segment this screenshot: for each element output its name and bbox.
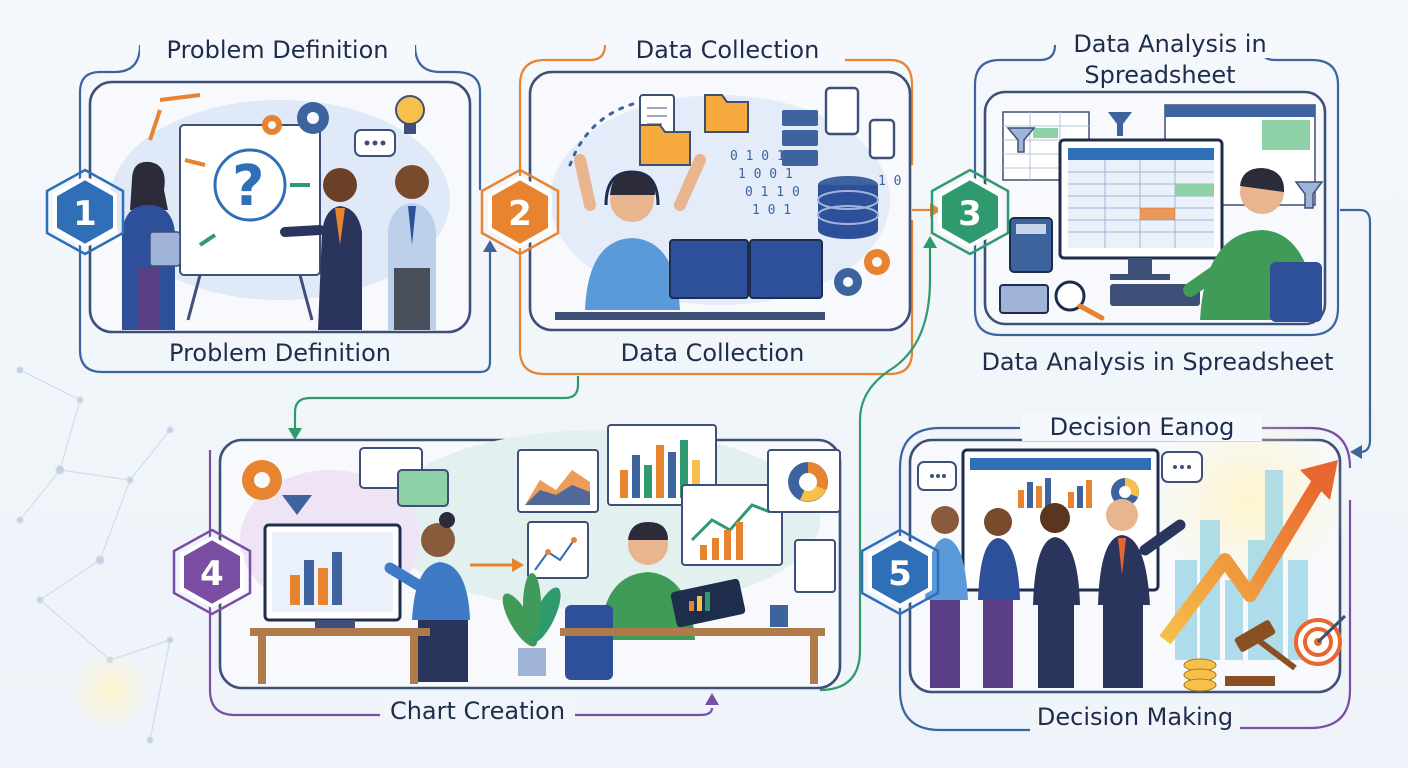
line-chart-card <box>681 484 783 566</box>
step-4-panel <box>218 424 842 690</box>
chat-bubble-icon <box>354 129 396 157</box>
person-man-presenter <box>280 168 362 330</box>
bar-chart-icon <box>1018 478 1092 508</box>
person-woman-presenting <box>384 512 470 682</box>
area-chart-card <box>517 449 599 513</box>
step-2-badge: 2 <box>480 168 560 256</box>
gear-icon <box>242 460 312 515</box>
step-5-title-bottom: Decision Making <box>1030 703 1240 731</box>
magnifier-icon <box>1054 280 1105 321</box>
step-1-badge: 1 <box>45 168 125 256</box>
binary-stream: 0 1 0 1 1 0 0 1 0 1 1 0 1 0 1 1 0 <box>730 149 901 218</box>
folder-icon <box>639 94 749 166</box>
calculator-icon <box>999 217 1053 314</box>
database-icon <box>817 176 879 239</box>
team-people <box>925 499 1186 688</box>
step-3-title-top-line2: Spreadsheet <box>1084 61 1236 89</box>
pie-chart-card <box>767 449 841 513</box>
tablet-icon <box>670 578 746 628</box>
spreadsheet-screen <box>1068 148 1214 248</box>
lightbulb-icon <box>395 95 425 134</box>
gavel-icon <box>1225 620 1297 686</box>
step-1-panel: ? <box>88 80 472 334</box>
scatter-chart-card <box>527 521 589 579</box>
coins-icon <box>1183 658 1217 692</box>
step-5-panel <box>908 410 1350 694</box>
filter-icon <box>1006 112 1324 209</box>
svg-text:1 0: 1 0 <box>878 174 901 189</box>
target-icon <box>1294 614 1347 666</box>
svg-text:0 1 1 0: 0 1 1 0 <box>745 185 800 200</box>
step-5-title-top: Decision Eanog <box>1022 413 1262 441</box>
network-decoration <box>16 366 174 744</box>
person-analyst <box>1183 168 1322 322</box>
step-5-badge: 5 <box>860 528 940 616</box>
person-woman <box>122 161 181 330</box>
tablet-icon <box>824 86 896 160</box>
step-3-badge: 3 <box>930 168 1010 256</box>
pie-chart-icon <box>1111 478 1139 506</box>
step-3-title-bottom: Data Analysis in Spreadsheet <box>981 348 1334 376</box>
step-2-panel: 0 1 0 1 1 0 0 1 0 1 1 0 1 0 1 1 0 <box>528 70 912 332</box>
svg-text:5: 5 <box>888 554 912 594</box>
person-man-observer <box>388 165 436 330</box>
server-icon <box>782 110 818 166</box>
headset-icon <box>604 170 660 206</box>
svg-text:0 1 0 1: 0 1 0 1 <box>730 149 785 164</box>
step-2-title-bottom: Data Collection <box>620 339 805 367</box>
svg-text:3: 3 <box>958 194 982 234</box>
step-1-title-top: Problem Definition <box>140 36 415 64</box>
step-2-title-top: Data Collection <box>610 36 845 64</box>
svg-text:1 0 1: 1 0 1 <box>752 203 791 218</box>
svg-text:1 0 0 1: 1 0 0 1 <box>738 167 793 182</box>
step-1-title-bottom: Problem Definition <box>169 339 391 367</box>
plant <box>502 573 561 676</box>
gear-icon <box>834 249 890 296</box>
svg-text:1: 1 <box>73 194 97 234</box>
gear-icon <box>262 102 329 135</box>
person-man-tablet <box>565 522 695 680</box>
chat-bubble-icon <box>917 451 1203 491</box>
person-headset <box>574 154 706 310</box>
step-3-title-top-line1: Data Analysis in <box>1060 30 1280 58</box>
step-3-panel <box>983 90 1327 326</box>
step-4-badge: 4 <box>172 528 252 616</box>
question-mark-icon: ? <box>232 154 264 219</box>
svg-text:4: 4 <box>200 554 224 594</box>
step-4-title-bottom: Chart Creation <box>380 697 575 725</box>
svg-text:2: 2 <box>508 194 532 234</box>
rising-arrow-icon <box>1159 460 1338 645</box>
chat-bubble-icon <box>359 447 449 507</box>
